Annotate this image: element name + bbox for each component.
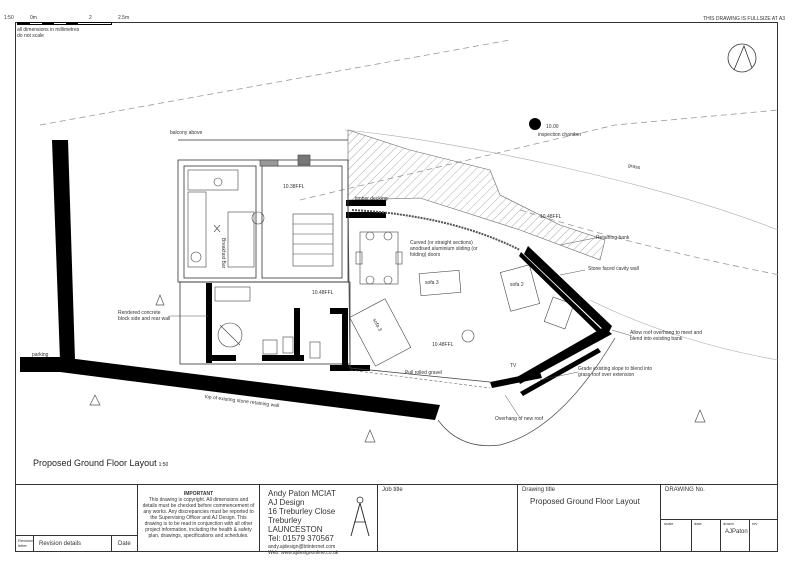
important-notes: IMPORTANT This drawing is copyright. All… [137, 484, 259, 552]
designer-name: Andy Paton MCIAT [268, 489, 336, 498]
email: andy.ajdesign@btinternet.com [268, 544, 336, 550]
north-arrow-icon [727, 43, 757, 73]
label-inspection-level: 10.00 [546, 124, 559, 130]
drawing-title-value: Proposed Ground Floor Layout [530, 497, 640, 506]
label-overhang-new-roof: Overhang of new roof [495, 416, 544, 422]
revision-area: Revision letter Revision details Date [15, 484, 137, 552]
rev-col-label: rev [752, 521, 758, 526]
title-block [15, 484, 778, 553]
drawn-col-label: drawn [723, 521, 734, 526]
label-gravel: Pull rolled gravel [405, 370, 442, 376]
label-inspection: inspection chamber [538, 132, 582, 138]
label-level-hall: 10.48FFL [312, 290, 334, 296]
site-contours [39, 39, 781, 276]
important-heading: IMPORTANT [183, 491, 214, 497]
label-retaining-bank: Retaining bank [596, 235, 630, 241]
kitchen-fixtures [187, 154, 334, 268]
label-grade-slope: Grade existing slope to blend into grass… [578, 366, 653, 378]
new-walls [206, 200, 386, 371]
address-line-2: Treburley [268, 516, 302, 525]
label-rendered-block: Rendered concrete block side and rear wa… [118, 310, 171, 322]
scale-col-label: scale [664, 521, 674, 526]
leader-lines [170, 236, 633, 419]
important-text: This drawing is copyright. All dimension… [142, 497, 255, 539]
boundary-wall-vertical [52, 140, 75, 360]
revision-details-label: Revision details [39, 541, 82, 547]
label-level-upper: 10.48FFL [540, 214, 562, 220]
drawing-frame [15, 22, 778, 552]
inspection-chamber-icon [529, 118, 541, 130]
town: LAUNCESTON [268, 525, 323, 534]
extension-slab [347, 199, 491, 383]
address-line-1: 16 Treburley Close [268, 507, 336, 516]
label-level-kitchen: 10.38FFL [283, 184, 305, 190]
company-name: AJ Design [268, 498, 305, 507]
drawn-value: AJPaton [725, 529, 748, 535]
scale-ratio: 1:50 [4, 15, 14, 21]
drawing-title-label: Drawing title [522, 487, 556, 493]
drawing-no-label: DRAWING No. [665, 487, 705, 493]
label-stone-wall: Stone faced cavity wall [588, 266, 639, 272]
drawing-title-block: Drawing title Proposed Ground Floor Layo… [517, 484, 660, 552]
scale-start: 0m [30, 15, 37, 21]
compass-logo-icon [350, 496, 370, 537]
scale-mid: 2 [89, 15, 92, 21]
revision-letter-label: Revision letter [18, 538, 34, 548]
scale-end: 2.5m [118, 15, 130, 21]
extension-walls [490, 246, 612, 396]
boundary-wall-horizontal [20, 357, 440, 420]
label-sofa-1: sofa 3 [425, 280, 439, 286]
label-sofa-2: sofa 2 [510, 282, 524, 288]
note-dimensions: all dimensions in millimetres [17, 27, 80, 33]
label-balcony: balcony above [170, 130, 203, 136]
date-col-label: date [694, 521, 702, 526]
sheet-note: THIS DRAWING IS FULLSIZE AT A3 [703, 16, 785, 22]
curved-glazing [351, 209, 521, 251]
label-level-main: 10.48FFL [432, 342, 454, 348]
telephone: Tel: 01579 370567 [268, 534, 334, 543]
label-timber-decking: timber decking [355, 196, 388, 202]
drawing-number-block: DRAWING No. scale date drawn rev AJPaton [660, 484, 778, 552]
bathroom-fixtures [214, 286, 321, 359]
living-furniture [349, 231, 575, 367]
job-title-block: Job title [377, 484, 517, 552]
label-parking: parking [32, 352, 49, 358]
label-roof-overhang: Allow roof overhang to meet and blend in… [630, 330, 702, 342]
hatched-bank [347, 129, 606, 261]
label-breakfast-bar: Breakfast Bar [220, 238, 226, 269]
note-scale: do not scale [17, 33, 44, 39]
existing-building [177, 139, 351, 365]
label-curved-glazing: Curved (or straight sections) anodised a… [410, 240, 478, 258]
date-label: Date [118, 541, 131, 547]
designer-block: Andy Paton MCIAT AJ Design 16 Treburley … [259, 484, 377, 556]
tree-icons [89, 294, 706, 443]
roof-overhang [437, 337, 616, 447]
job-title-label: Job title [382, 487, 403, 493]
gravel-edge [349, 369, 491, 389]
scale-bar [17, 22, 112, 25]
website: Web: www.ajdesignonline.co.uk [268, 550, 339, 556]
label-tv: TV [510, 363, 517, 369]
